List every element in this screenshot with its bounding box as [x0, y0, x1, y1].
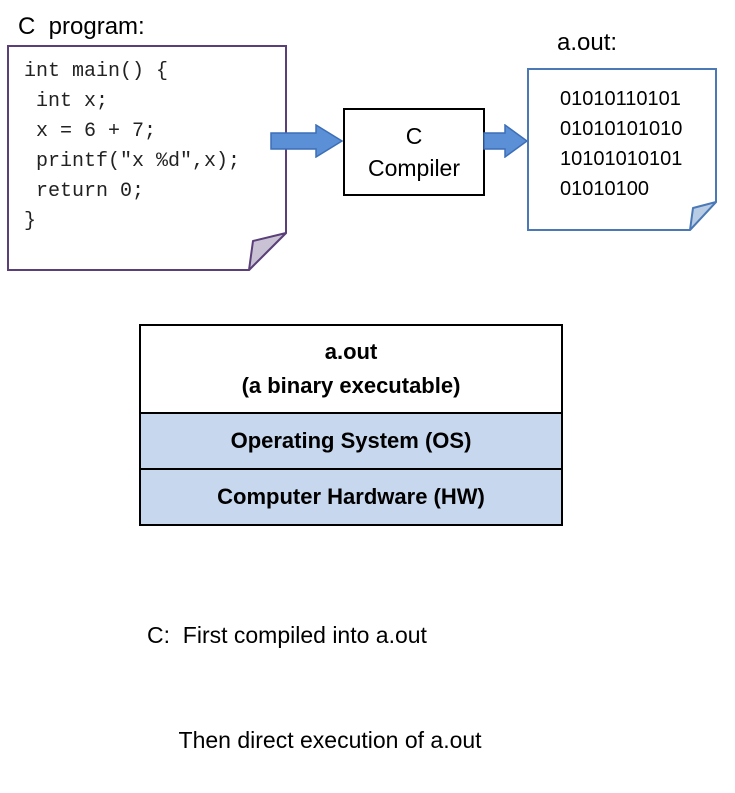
source-code: int main() { int x; x = 6 + 7; printf("x…: [24, 60, 241, 233]
arrow-right-icon: [270, 124, 344, 158]
binary-line: 01010100: [560, 178, 649, 200]
binary-output-note: 01010110101 01010101010 10101010101 0101…: [527, 68, 717, 231]
compiler-box: C Compiler: [343, 108, 485, 196]
binary-lines: 01010110101 01010101010 10101010101 0101…: [560, 84, 682, 204]
caption-line1: C: First compiled into a.out: [147, 622, 427, 648]
executable-subtitle: (a binary executable): [241, 373, 461, 398]
execution-stack: a.out (a binary executable) Operating Sy…: [139, 324, 563, 526]
arrow-right-icon: [483, 124, 529, 158]
os-label: Operating System (OS): [230, 428, 472, 453]
compiler-line1: C: [405, 123, 423, 149]
note-shape: [7, 45, 287, 271]
binary-line: 01010110101: [560, 88, 681, 110]
caption-line2: Then direct execution of a.out: [147, 727, 482, 753]
hw-label: Computer Hardware (HW): [217, 484, 485, 509]
binary-line: 10101010101: [560, 148, 683, 170]
compiler-line2: Compiler: [367, 155, 461, 181]
output-label: a.out:: [557, 29, 618, 56]
binary-line: 01010101010: [560, 118, 683, 140]
os-layer: Operating System (OS): [141, 412, 561, 468]
note-shape: [527, 68, 717, 231]
program-label: C program:: [18, 13, 145, 40]
executable-title: a.out: [324, 339, 378, 364]
caption: C: First compiled into a.out Then direct…: [147, 548, 482, 793]
hardware-layer: Computer Hardware (HW): [141, 468, 561, 524]
executable-layer: a.out (a binary executable): [141, 326, 561, 412]
source-code-note: int main() { int x; x = 6 + 7; printf("x…: [7, 45, 287, 271]
